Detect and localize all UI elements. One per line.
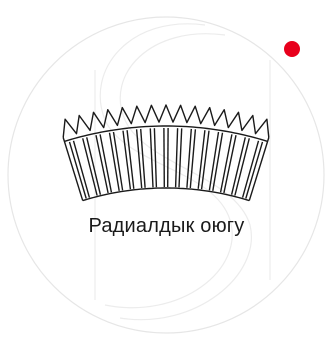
radial-slot-line xyxy=(208,131,220,191)
radial-slot-line xyxy=(86,137,102,195)
radial-slot-line xyxy=(149,128,154,188)
radial-slot-line xyxy=(122,130,132,190)
radial-slot-line xyxy=(126,130,135,189)
segment-yoke-line xyxy=(64,125,268,143)
radial-slot-line xyxy=(112,131,124,191)
watermark-logo xyxy=(94,23,271,321)
radial-slot-line xyxy=(95,135,109,194)
segment-teeth-edge xyxy=(62,104,270,138)
segment-left-edge xyxy=(62,137,84,201)
radial-slot-line xyxy=(99,134,113,193)
segment-right-edge xyxy=(248,137,270,201)
radial-slot-line xyxy=(135,129,143,189)
red-dot-marker xyxy=(284,41,300,57)
radial-slot-line xyxy=(245,141,264,199)
radial-slot-line xyxy=(72,140,91,198)
radial-slot-line xyxy=(108,132,120,192)
radial-slot-line xyxy=(230,137,246,195)
radial-slot-line xyxy=(140,128,146,188)
radial-slot-line xyxy=(178,128,183,188)
radial-slot-line xyxy=(212,132,224,192)
stator-segment xyxy=(62,104,270,202)
radial-slot-line xyxy=(68,141,87,199)
radial-slot-line xyxy=(197,130,206,189)
radial-slot-line xyxy=(189,129,197,189)
radial-slot-line xyxy=(174,128,179,188)
radial-slot-line xyxy=(82,138,98,196)
radial-slot-line xyxy=(223,135,237,194)
radial-slot-line xyxy=(186,128,192,188)
radial-slot-line xyxy=(241,140,260,198)
radial-slot-line xyxy=(153,128,158,188)
background-circle xyxy=(7,16,325,334)
diagram-caption: Радиалдык оюгу xyxy=(88,215,245,237)
segment-inner-arc xyxy=(82,187,250,202)
radial-slot-line xyxy=(219,134,233,193)
radial-slot-line xyxy=(200,130,210,190)
radial-slot-line xyxy=(234,138,250,196)
